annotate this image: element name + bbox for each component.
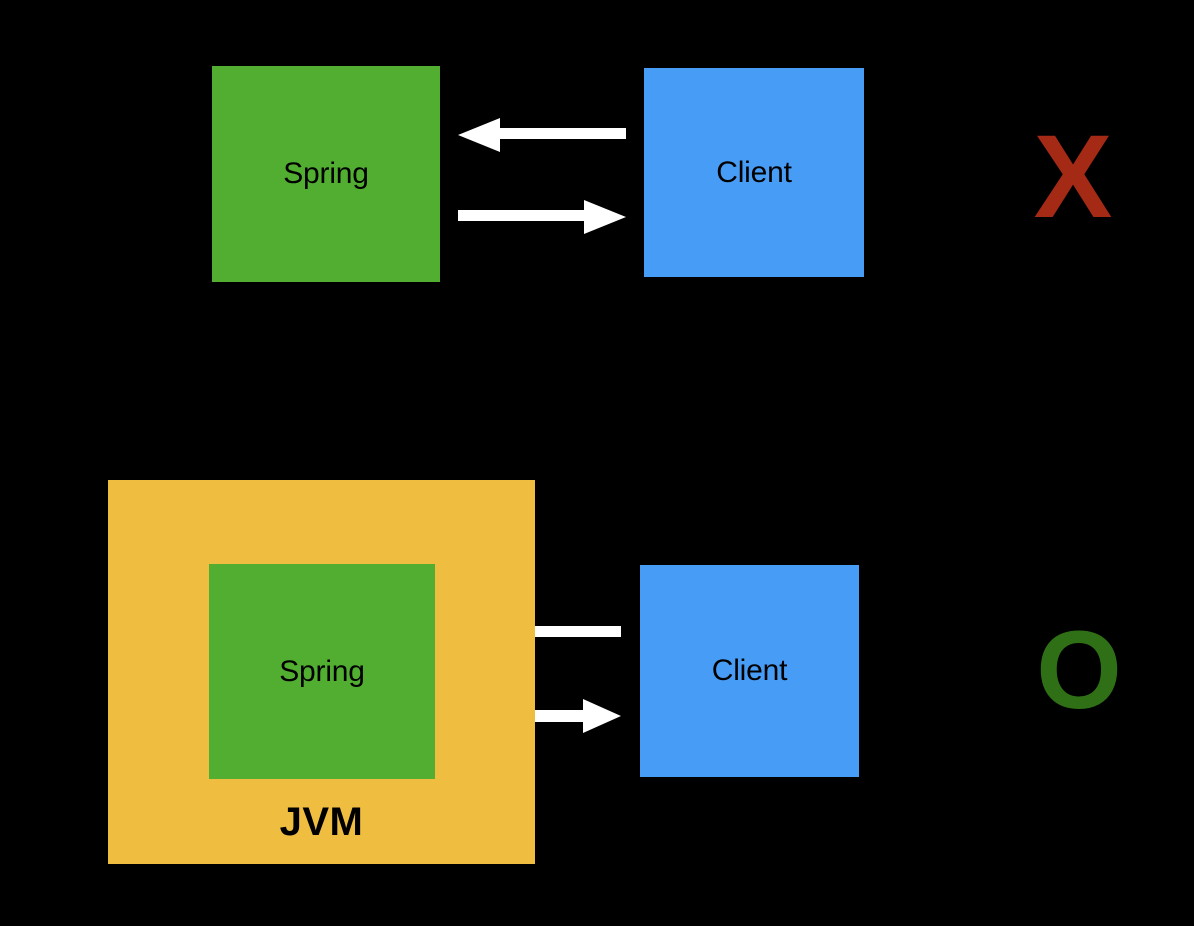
verdict-mark-pass: O bbox=[1036, 609, 1122, 732]
client-node-top: Client bbox=[644, 68, 864, 277]
spring-node-top-label: Spring bbox=[283, 157, 369, 190]
arrow-jvm-to-client bbox=[535, 699, 621, 733]
client-node-bottom: Client bbox=[640, 565, 859, 777]
spring-node-bottom-label: Spring bbox=[279, 654, 365, 688]
jvm-container-label: JVM bbox=[279, 800, 364, 844]
verdict-mark-fail: X bbox=[1033, 111, 1113, 243]
arrow-spring-to-client bbox=[458, 200, 626, 234]
spring-node-bottom: Spring bbox=[209, 564, 435, 779]
client-node-top-label: Client bbox=[716, 155, 792, 189]
connector-jvm-plain-line bbox=[535, 626, 621, 638]
spring-node-top: Spring bbox=[212, 66, 440, 282]
arrow-client-to-spring bbox=[458, 118, 626, 152]
client-node-bottom-label: Client bbox=[711, 654, 788, 687]
